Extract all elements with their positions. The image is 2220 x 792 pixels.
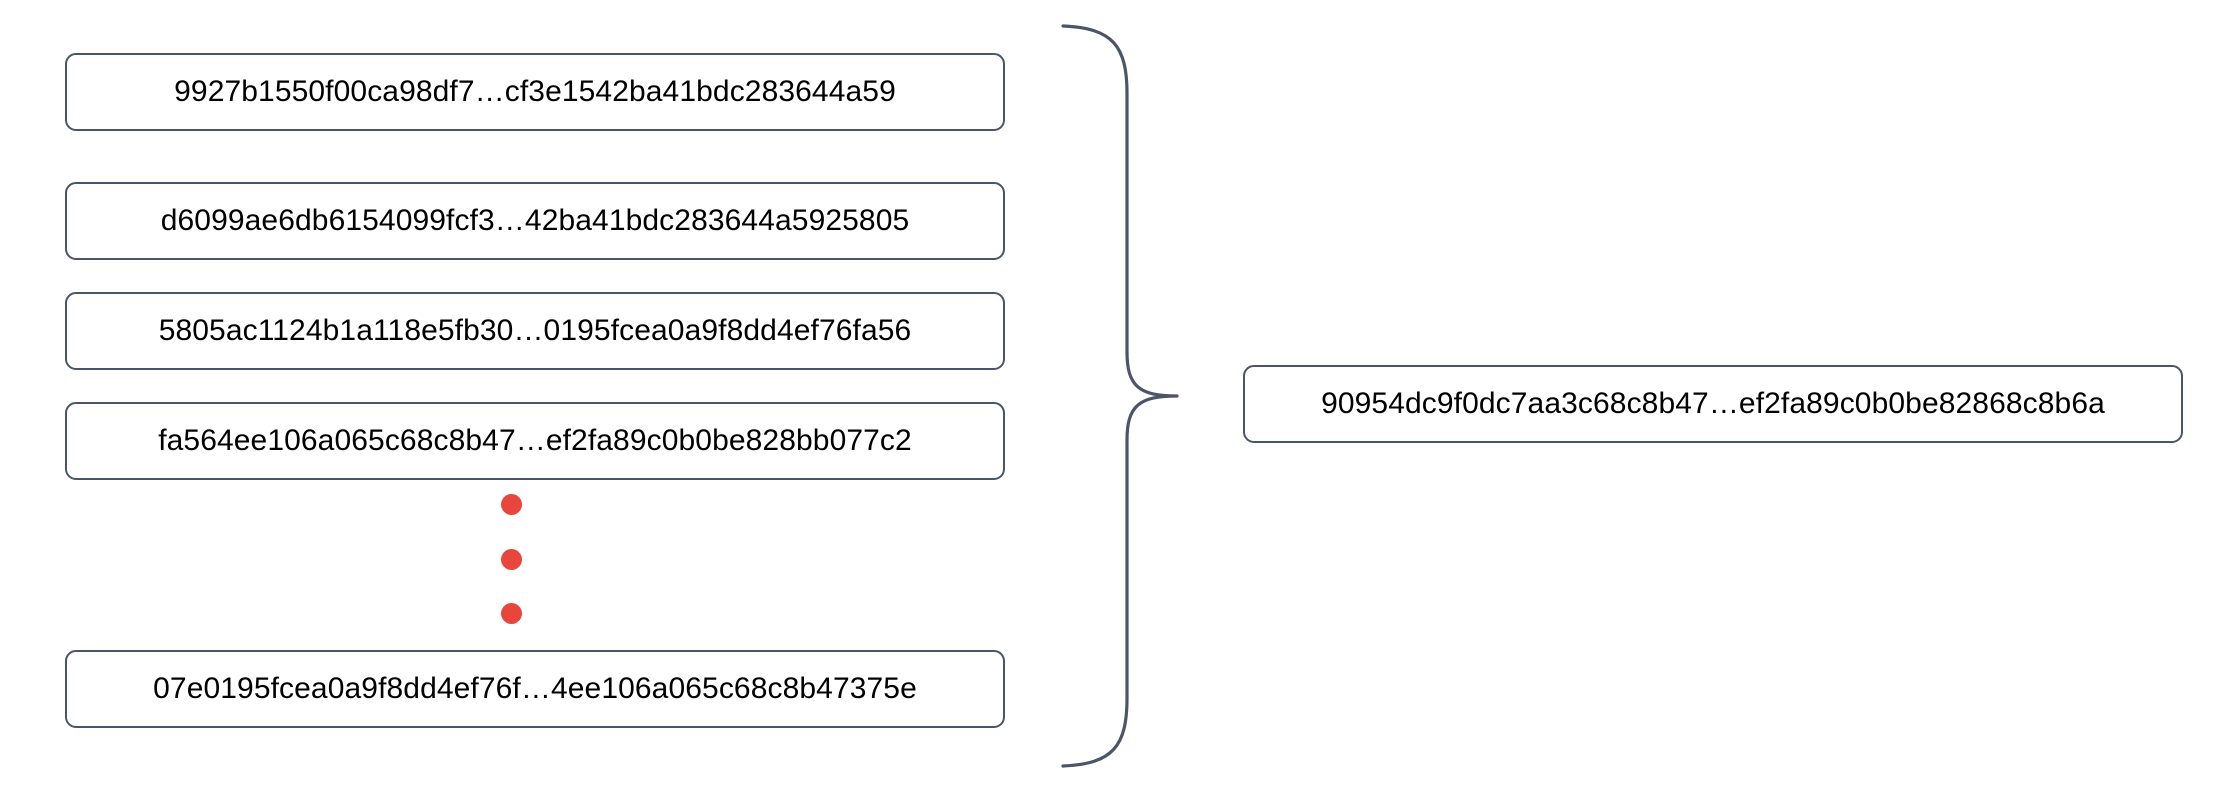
ellipsis-dot-2 xyxy=(500,548,522,570)
output-hash-box[interactable]: 90954dc9f0dc7aa3c68c8b47…ef2fa89c0b0be82… xyxy=(1243,365,2183,443)
ellipsis-dot-3 xyxy=(500,603,522,624)
output-hash-text: 90954dc9f0dc7aa3c68c8b47…ef2fa89c0b0be82… xyxy=(1321,387,2105,420)
curly-brace-icon xyxy=(1055,20,1185,772)
vertical-ellipsis-icon xyxy=(496,494,526,624)
input-hash-text-3: 5805ac1124b1a118e5fb30…0195fcea0a9f8dd4e… xyxy=(158,314,912,347)
input-hash-box-3[interactable]: 5805ac1124b1a118e5fb30…0195fcea0a9f8dd4e… xyxy=(65,292,1005,370)
input-hash-text-1: 9927b1550f00ca98df7…cf3e1542ba41bdc28364… xyxy=(174,75,896,108)
input-hash-text-4: fa564ee106a065c68c8b47…ef2fa89c0b0be828b… xyxy=(158,424,912,457)
input-hash-box-2[interactable]: d6099ae6db6154099fcf3…42ba41bdc283644a59… xyxy=(65,182,1005,260)
ellipsis-dot-1 xyxy=(500,494,522,515)
input-hash-box-4[interactable]: fa564ee106a065c68c8b47…ef2fa89c0b0be828b… xyxy=(65,402,1005,480)
input-hash-box-5[interactable]: 07e0195fcea0a9f8dd4ef76f…4ee106a065c68c8… xyxy=(65,650,1005,728)
input-hash-text-2: d6099ae6db6154099fcf3…42ba41bdc283644a59… xyxy=(160,204,910,237)
input-hash-text-5: 07e0195fcea0a9f8dd4ef76f…4ee106a065c68c8… xyxy=(153,672,917,705)
input-hash-box-1[interactable]: 9927b1550f00ca98df7…cf3e1542ba41bdc28364… xyxy=(65,53,1005,131)
